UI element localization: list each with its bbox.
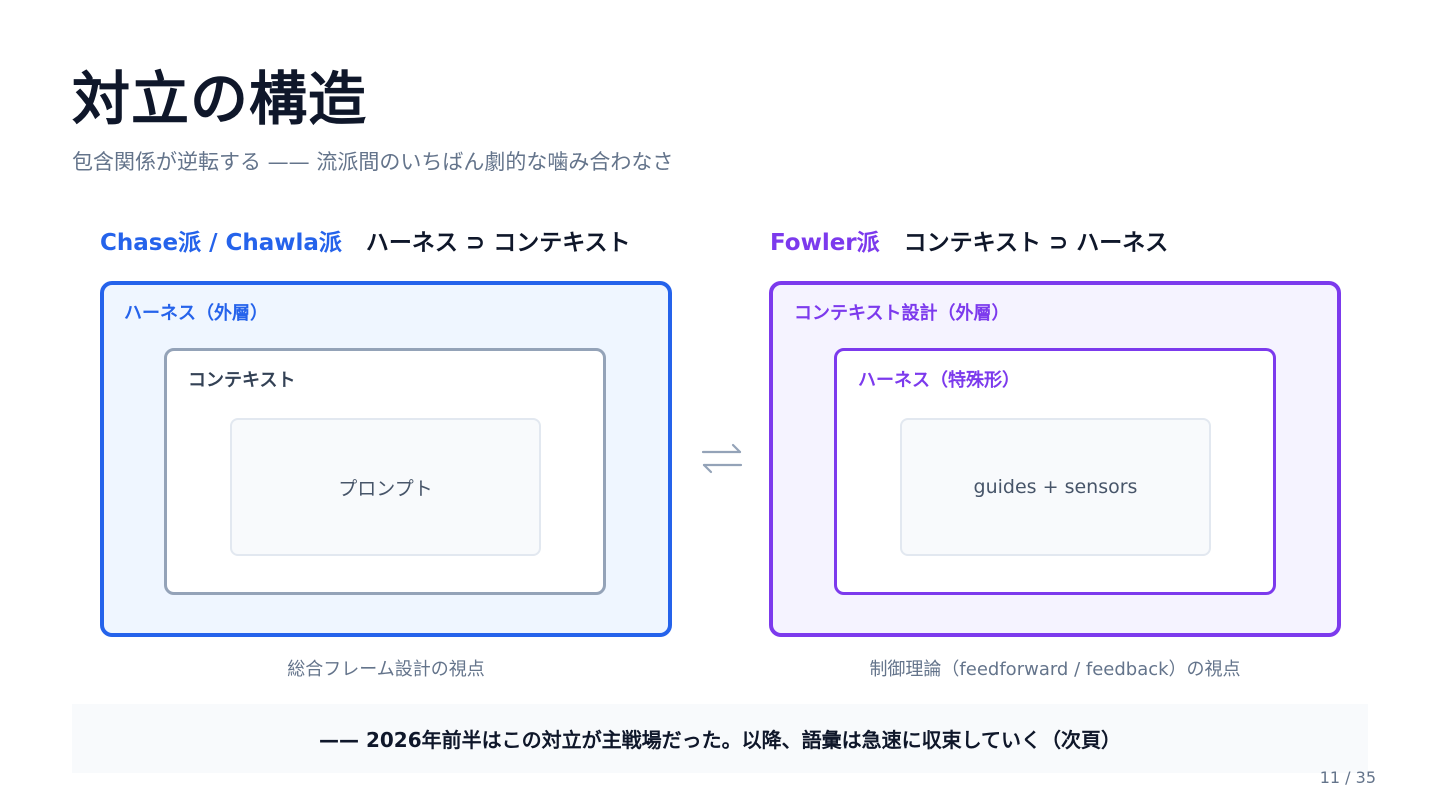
left-outer-label: ハーネス（外層） (124, 303, 268, 324)
left-school-label: Chase派 / Chawla派 (100, 230, 342, 256)
conclusion-text: —— 2026年前半はこの対立が主戦場だった。以降、語彙は急速に収束していく（次… (318, 728, 1122, 752)
swap-arrows-icon (701, 443, 743, 474)
left-relation-label: ハーネス ⊃ コンテキスト (365, 230, 631, 256)
slide-title: 対立の構造 (72, 65, 368, 133)
right-outer-label: コンテキスト設計（外層） (794, 303, 1010, 324)
right-heading: Fowler派 コンテキスト ⊃ ハーネス (770, 223, 1168, 257)
right-caption: 制御理論（feedforward / feedback）の視点 (869, 659, 1241, 680)
right-school-label: Fowler派 (770, 230, 880, 256)
left-inner-label: プロンプト (338, 477, 433, 500)
left-heading: Chase派 / Chawla派 ハーネス ⊃ コンテキスト (100, 223, 631, 257)
page-number: 11 / 35 (1319, 768, 1376, 787)
slide-subtitle: 包含関係が逆転する —— 流派間のいちばん劇的な噛み合わなさ (72, 150, 674, 174)
right-middle-label: ハーネス（特殊形） (858, 370, 1020, 391)
left-middle-label: コンテキスト (188, 370, 296, 391)
right-inner-box: guides + sensors (900, 418, 1211, 556)
right-relation-label: コンテキスト ⊃ ハーネス (903, 230, 1169, 256)
left-inner-box: プロンプト (230, 418, 541, 556)
left-caption: 総合フレーム設計の視点 (287, 659, 485, 680)
conclusion-banner: —— 2026年前半はこの対立が主戦場だった。以降、語彙は急速に収束していく（次… (72, 704, 1368, 773)
right-inner-label: guides + sensors (973, 476, 1138, 498)
